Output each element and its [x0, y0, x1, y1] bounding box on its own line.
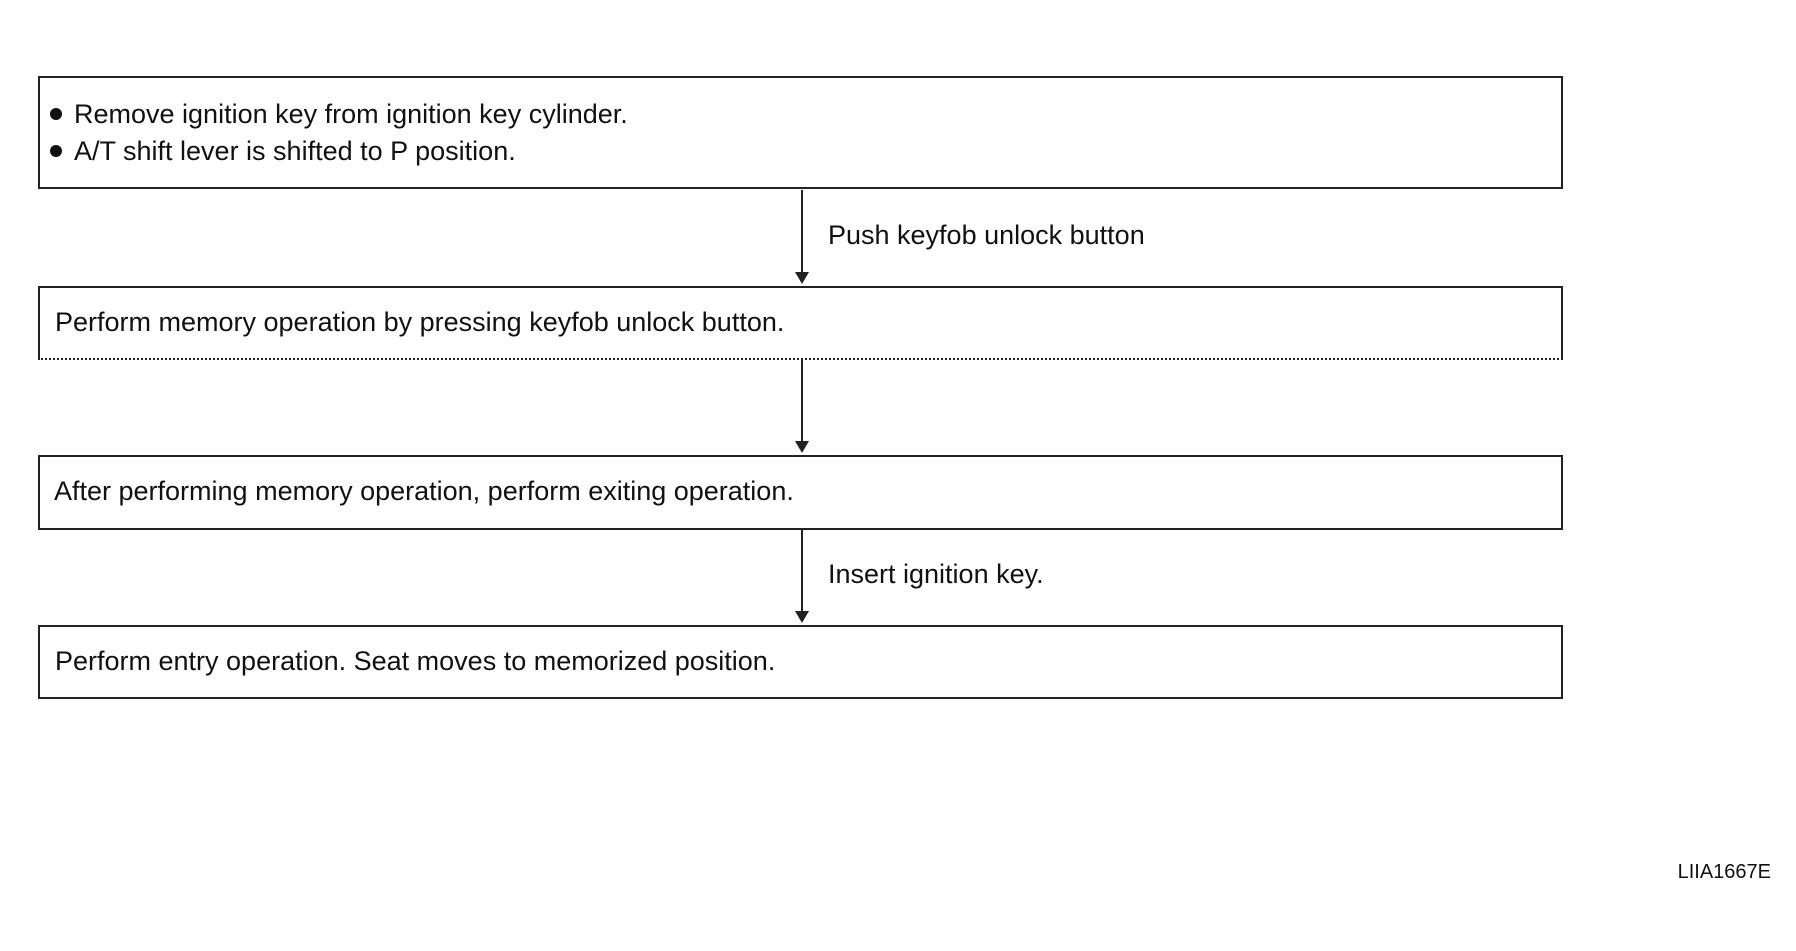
step-box-3: After performing memory operation, perfo… — [38, 455, 1563, 530]
step-box-2: Perform memory operation by pressing key… — [38, 286, 1563, 360]
step3-text: After performing memory operation, perfo… — [54, 476, 794, 506]
arrow-step2-to-step3 — [795, 360, 809, 453]
bullet-icon — [50, 144, 62, 157]
step-box-4: Perform entry operation. Seat moves to m… — [38, 625, 1563, 699]
step2-text: Perform memory operation by pressing key… — [55, 307, 785, 337]
bullet-icon — [50, 107, 62, 120]
arrow-step1-to-step2 — [795, 190, 809, 284]
figure-reference-code: LIIA1667E — [1677, 861, 1771, 883]
step-box-1: Remove ignition key from ignition key cy… — [38, 76, 1563, 189]
transition-label-1: Push keyfob unlock button — [828, 220, 1145, 250]
step4-text: Perform entry operation. Seat moves to m… — [55, 646, 776, 676]
step1-bullet-item-2: A/T shift lever is shifted to P position… — [50, 135, 516, 167]
step1-bullet-text-1: Remove ignition key from ignition key cy… — [74, 99, 628, 129]
arrow-step3-to-step4 — [795, 530, 809, 623]
step1-bullet-text-2: A/T shift lever is shifted to P position… — [74, 136, 516, 166]
transition-label-3: Insert ignition key. — [828, 559, 1044, 589]
step1-bullet-item-1: Remove ignition key from ignition key cy… — [50, 98, 628, 130]
